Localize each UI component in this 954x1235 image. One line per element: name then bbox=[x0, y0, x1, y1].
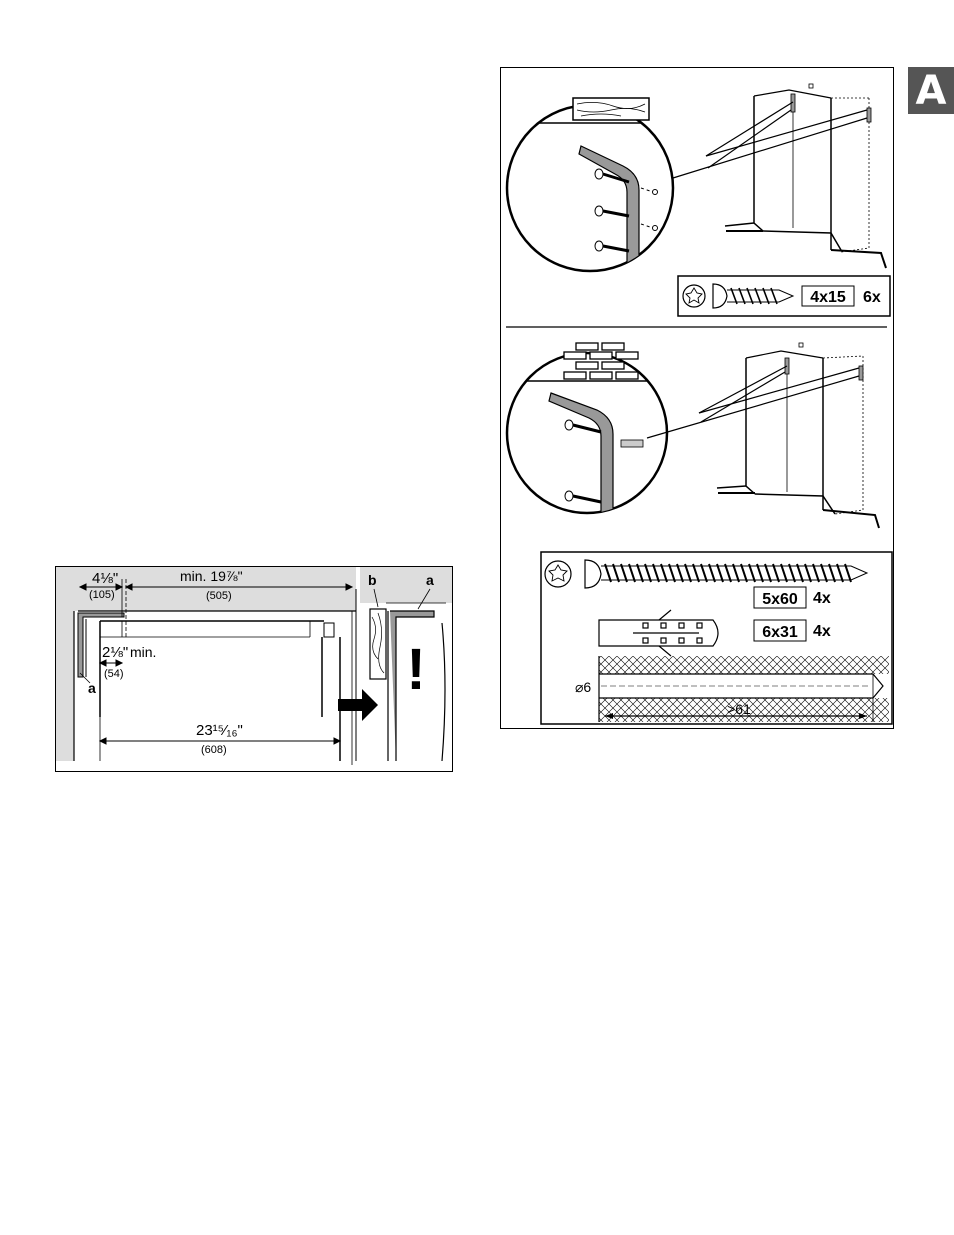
dowel-size-label: 6x31 bbox=[762, 624, 798, 641]
masonry-wall-scene: 5x60 4x 6x31 4x bbox=[501, 343, 892, 724]
appliance-outline bbox=[100, 621, 340, 761]
dim-top-label: min. 19⅞" bbox=[180, 568, 243, 584]
masonry-cabinet-illustration bbox=[717, 343, 879, 528]
dim-min-mm-label: (54) bbox=[104, 668, 124, 680]
detail-inset bbox=[356, 589, 446, 761]
wood-leader-lines bbox=[673, 102, 867, 178]
wood-material-icon bbox=[573, 98, 649, 120]
dim-top-mm-label: (505) bbox=[206, 590, 232, 602]
wood-wall-scene: 4x15 6x bbox=[501, 84, 890, 316]
drill-diameter-label: ⌀6 bbox=[575, 679, 591, 695]
wood-detail-circle bbox=[507, 105, 673, 271]
right-arrow-icon bbox=[338, 689, 378, 721]
clearance-dimensions-panel: 4⅛" (105) min. 19⅞" (505) 2⅛" min. (54) … bbox=[55, 566, 453, 772]
masonry-screw-qty-label: 4x bbox=[813, 590, 831, 607]
section-tab-badge: A bbox=[908, 67, 954, 114]
mounting-diagram: 4x15 6x bbox=[501, 68, 895, 730]
drill-depth-label: >61 bbox=[727, 701, 751, 717]
wood-screw-spec-box: 4x15 6x bbox=[678, 276, 890, 316]
clearance-diagram: 4⅛" (105) min. 19⅞" (505) 2⅛" min. (54) … bbox=[56, 567, 453, 772]
dim-min-label: 2⅛" bbox=[102, 644, 128, 661]
label-a-right: a bbox=[426, 572, 434, 588]
wood-screw-size-label: 4x15 bbox=[810, 289, 846, 306]
warning-exclamation-icon: ! bbox=[406, 637, 425, 702]
dim-side-mm-label: (105) bbox=[89, 589, 115, 601]
masonry-detail-circle bbox=[507, 353, 667, 513]
dim-side-label: 4⅛" bbox=[92, 570, 118, 587]
wood-screw-qty-label: 6x bbox=[863, 289, 881, 306]
dim-min-suffix: min. bbox=[130, 644, 156, 660]
dim-width-label: 23¹⁵⁄₁₆" bbox=[196, 722, 243, 739]
dim-width-mm-label: (608) bbox=[201, 744, 227, 756]
masonry-spec-box: 5x60 4x 6x31 4x bbox=[541, 552, 892, 724]
label-b: b bbox=[368, 572, 377, 588]
section-letter: A bbox=[916, 68, 947, 114]
wood-spacer-b bbox=[370, 609, 386, 679]
masonry-screw-size-label: 5x60 bbox=[762, 591, 798, 608]
masonry-leader-lines bbox=[647, 366, 859, 438]
mounting-instructions-panel: 4x15 6x bbox=[500, 67, 894, 729]
label-a-left: a bbox=[88, 680, 96, 696]
dowel-qty-label: 4x bbox=[813, 623, 831, 640]
